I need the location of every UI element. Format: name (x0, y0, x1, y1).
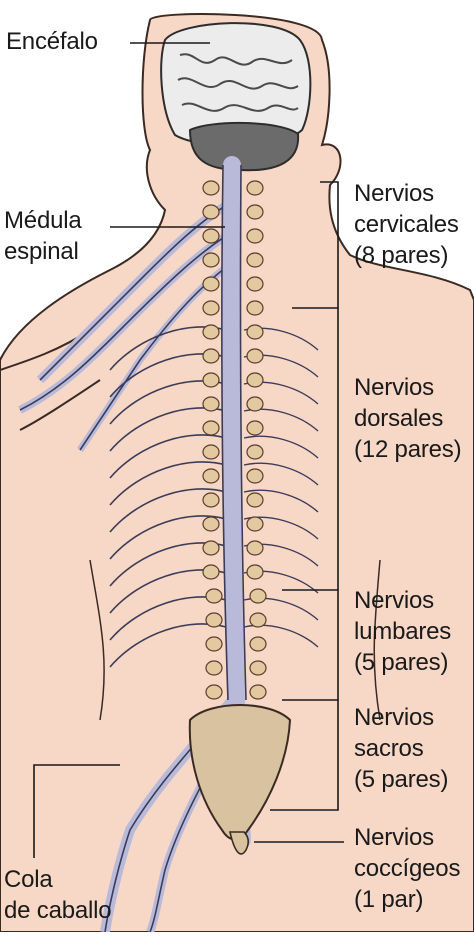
vertebra-process (202, 540, 220, 556)
vertebra-process (246, 324, 264, 340)
label-encefalo: Encéfalo (6, 26, 98, 57)
label-nervios-lumbares: Nervios lumbares (5 pares) (354, 585, 451, 678)
label-cola-de-caballo: Cola de caballo (4, 864, 112, 926)
vertebra-process (202, 180, 220, 196)
label-line-1: Médula (4, 207, 82, 234)
vertebra-process (246, 300, 264, 316)
label-encefalo-text: Encéfalo (6, 28, 98, 55)
spinal-cord-outline (221, 164, 247, 701)
label-line-2: lumbares (354, 618, 452, 645)
vertebra-process (202, 468, 220, 484)
vertebra-process (202, 396, 220, 412)
vertebra-process (249, 660, 267, 676)
leader-lines (33, 42, 344, 858)
intercostal-nerve (243, 489, 319, 513)
label-line-1: Cola (4, 866, 53, 893)
label-line-1: Nervios (354, 374, 434, 401)
vertebra-process (205, 612, 223, 628)
vertebra-process (202, 564, 220, 580)
waist-contour (89, 559, 381, 721)
vertebra-process (246, 348, 264, 364)
vertebra-process (246, 180, 264, 196)
vertebra-process (202, 252, 220, 268)
vertebra-process (249, 612, 267, 628)
vertebra-process (205, 636, 223, 652)
vertebra-process (202, 300, 220, 316)
vertebra-process (246, 516, 264, 532)
intercostal-nerve (243, 462, 319, 486)
vertebra-process (246, 540, 264, 556)
brain (160, 22, 312, 147)
brain-gyri (177, 53, 299, 112)
leader-cervicales (292, 181, 339, 309)
vertebra-process (205, 684, 223, 700)
label-line-3: (5 pares) (354, 649, 449, 676)
label-nervios-cervicales: Nervios cervicales (8 pares) (354, 178, 459, 271)
label-line-2: coccígeos (354, 855, 461, 882)
intercostal-nerve (109, 434, 227, 479)
vertebra-process (246, 372, 264, 388)
label-line-2: espinal (4, 238, 79, 265)
coccyx (229, 831, 249, 855)
vertebra-process (246, 468, 264, 484)
vertebra-process (249, 684, 267, 700)
vertebra-process (246, 252, 264, 268)
vertebra-process (202, 348, 220, 364)
vertebra-process (202, 492, 220, 508)
vertebra-process (246, 564, 264, 580)
label-nervios-coccigeos: Nervios coccígeos (1 par) (354, 822, 460, 915)
intercostal-nerve (109, 515, 227, 560)
label-line-2: sacros (354, 735, 424, 762)
label-medula-espinal: Médula espinal (4, 205, 82, 267)
label-line-3: (1 par) (354, 886, 424, 913)
intercostal-nerve (109, 488, 227, 533)
label-nervios-sacros: Nervios sacros (5 pares) (354, 702, 448, 795)
vertebra-process (202, 444, 220, 460)
vertebra-process (246, 396, 264, 412)
cerebellum (188, 121, 300, 172)
sacrum (188, 704, 292, 841)
vertebra-process (202, 372, 220, 388)
leader-cola (33, 764, 120, 858)
vertebra-process (246, 228, 264, 244)
label-line-3: (12 pares) (354, 436, 462, 463)
vertebra-process (246, 276, 264, 292)
vertebra-process (249, 588, 267, 604)
vertebra-process (202, 276, 220, 292)
vertebra-process (246, 204, 264, 220)
label-line-1: Nervios (354, 824, 434, 851)
label-line-1: Nervios (354, 587, 434, 614)
vertebra-process (249, 636, 267, 652)
leader-sacros (270, 700, 339, 811)
vertebra-process (202, 516, 220, 532)
intercostal-nerve (243, 435, 319, 459)
vertebra-process (205, 588, 223, 604)
vertebra-process (202, 324, 220, 340)
vertebra-process (202, 420, 220, 436)
vertebra-process (246, 492, 264, 508)
vertebrae (202, 180, 267, 700)
vertebra-process (202, 228, 220, 244)
vertebra-process (246, 420, 264, 436)
label-line-2: dorsales (354, 405, 444, 432)
leader-lumbares (282, 589, 339, 701)
intercostal-nerve (243, 624, 319, 648)
label-line-2: de caballo (4, 897, 112, 924)
label-line-3: (5 pares) (354, 766, 449, 793)
vertebra-process (246, 444, 264, 460)
label-line-1: Nervios (354, 180, 434, 207)
vertebra-process (205, 660, 223, 676)
label-line-1: Nervios (354, 704, 434, 731)
label-line-3: (8 pares) (354, 242, 449, 269)
label-nervios-dorsales: Nervios dorsales (12 pares) (354, 372, 462, 465)
label-line-2: cervicales (354, 211, 459, 238)
vertebra-process (202, 204, 220, 220)
intercostal-nerve (109, 461, 227, 506)
